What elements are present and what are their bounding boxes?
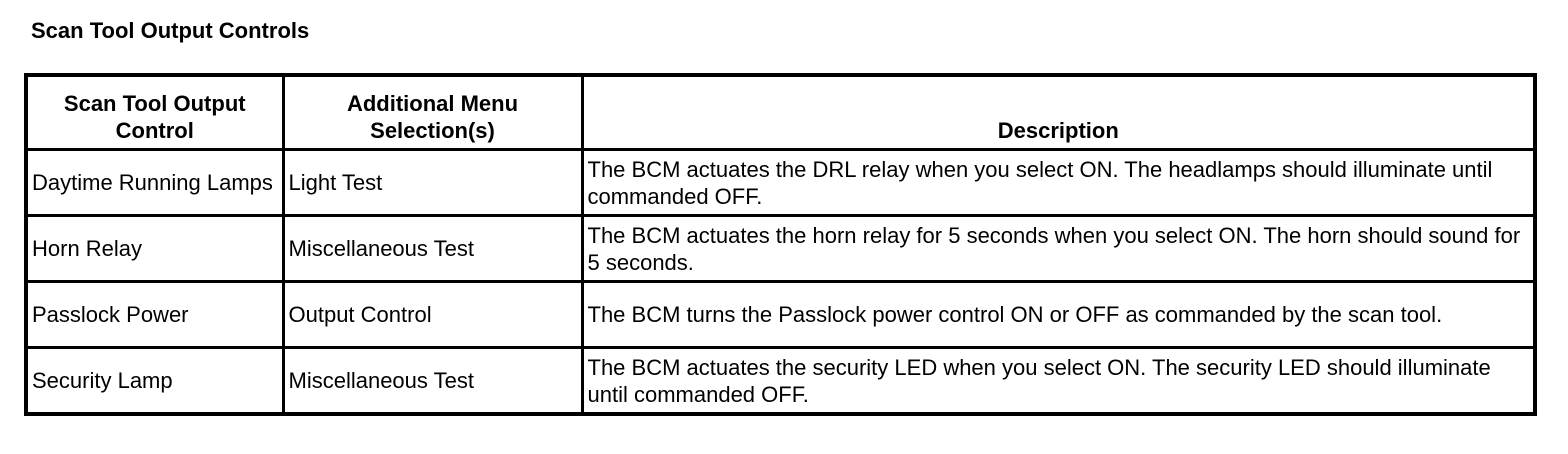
cell-control: Daytime Running Lamps bbox=[24, 148, 285, 217]
header-additional-menu-selections: Additional Menu Selection(s) bbox=[281, 73, 584, 151]
output-controls-table: Scan Tool Output Control Additional Menu… bbox=[24, 73, 1537, 416]
cell-description: The BCM actuates the security LED when y… bbox=[580, 346, 1537, 416]
cell-menu: Miscellaneous Test bbox=[281, 346, 584, 416]
cell-description: The BCM actuates the DRL relay when you … bbox=[580, 148, 1537, 217]
cell-control: Horn Relay bbox=[24, 214, 285, 283]
table-row: Horn Relay Miscellaneous Test The BCM ac… bbox=[24, 214, 1537, 283]
cell-menu: Output Control bbox=[281, 280, 584, 349]
cell-description: The BCM actuates the horn relay for 5 se… bbox=[580, 214, 1537, 283]
document-title: Scan Tool Output Controls bbox=[31, 18, 310, 43]
table-row: Daytime Running Lamps Light Test The BCM… bbox=[24, 148, 1537, 217]
table-row: Passlock Power Output Control The BCM tu… bbox=[24, 280, 1537, 349]
cell-description: The BCM turns the Passlock power control… bbox=[580, 280, 1537, 349]
cell-menu: Light Test bbox=[281, 148, 584, 217]
cell-menu: Miscellaneous Test bbox=[281, 214, 584, 283]
table-row: Security Lamp Miscellaneous Test The BCM… bbox=[24, 346, 1537, 416]
header-scan-tool-output-control: Scan Tool Output Control bbox=[24, 73, 285, 151]
cell-control: Passlock Power bbox=[24, 280, 285, 349]
table-header-row: Scan Tool Output Control Additional Menu… bbox=[24, 73, 1537, 151]
header-description: Description bbox=[580, 73, 1537, 151]
cell-control: Security Lamp bbox=[24, 346, 285, 416]
